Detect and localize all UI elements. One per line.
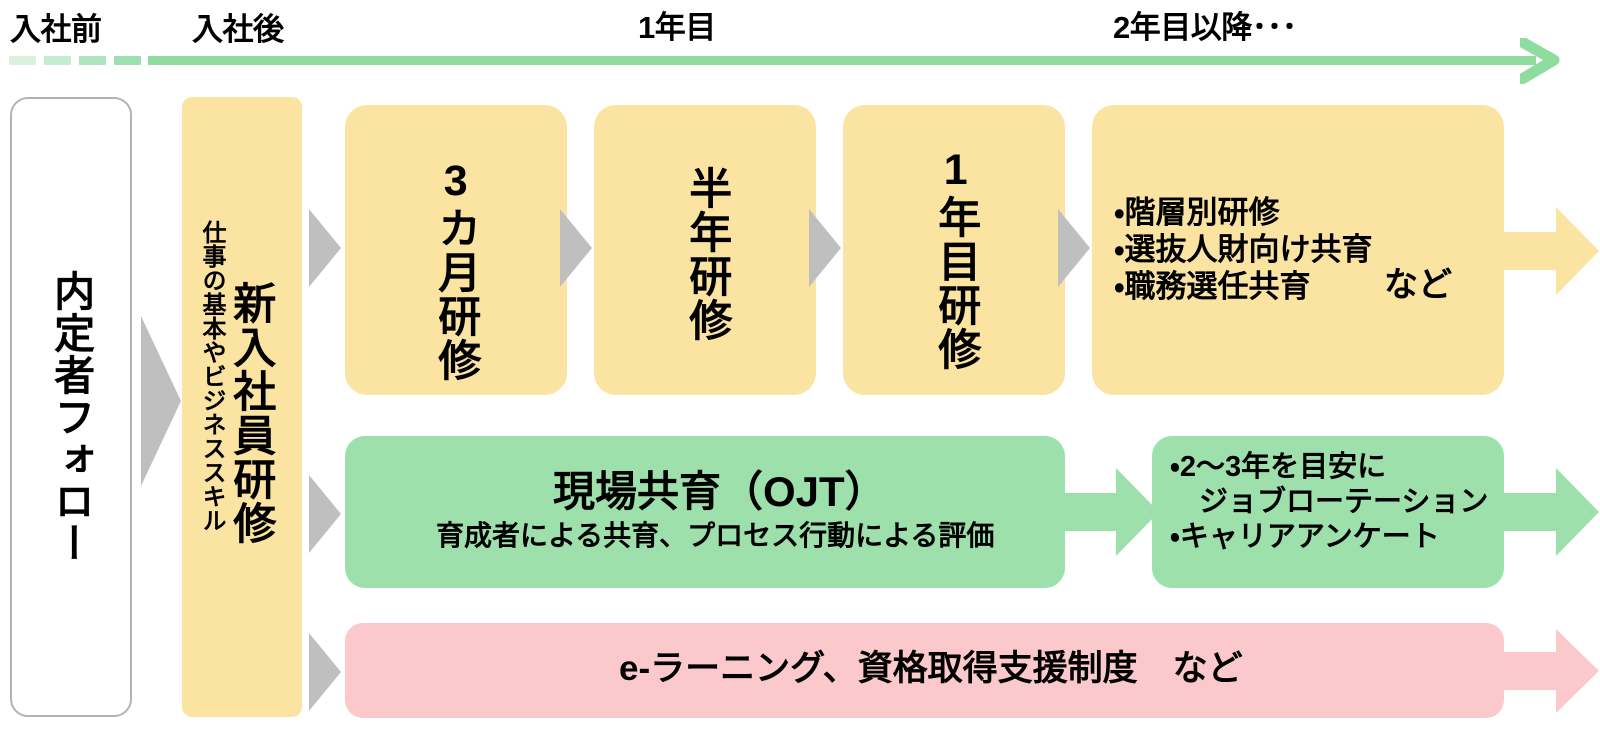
ojt-subtitle: 育成者による共育、プロセス行動による評価 xyxy=(436,520,995,551)
training-box-halfyear[interactable] xyxy=(594,105,816,395)
gray-arrow-icon-row1-d xyxy=(1058,209,1090,287)
gray-arrow-icon-row1-b xyxy=(560,209,592,287)
ojt-title: 現場共育（OJT） xyxy=(553,468,887,515)
timeline-label-pre-entry: 入社前 xyxy=(10,12,102,47)
training-box-halfyear-label: 半年研修 xyxy=(682,166,731,342)
year2plus-bullets: ・階層別研修 ・選抜人財向け共育 ・職務選任共育 xyxy=(1114,195,1373,305)
new-employee-training-title: 新入社員研修 xyxy=(226,281,275,545)
gray-arrow-icon-row1-c xyxy=(809,209,841,287)
training-box-year1-label: 1年目研修 xyxy=(931,146,980,371)
pink-arrow-icon-row3-out xyxy=(1500,629,1599,713)
timeline-label-year-two-plus: 2年目以降･･･ xyxy=(1113,10,1297,45)
timeline-dash-4 xyxy=(114,56,141,65)
timeline-dash-2 xyxy=(44,56,71,65)
timeline-arrow-icon xyxy=(1520,38,1560,84)
pre-entry-box[interactable] xyxy=(10,97,132,717)
training-box-3month[interactable] xyxy=(345,105,567,395)
green-arrow-icon-row2-out xyxy=(1500,468,1599,556)
new-employee-training-column[interactable] xyxy=(182,97,302,717)
gray-arrow-icon-pre-to-new xyxy=(141,316,181,486)
yellow-arrow-icon-row1-out xyxy=(1500,207,1599,295)
timeline-label-year-one: 1年目 xyxy=(638,10,716,45)
training-box-year1[interactable] xyxy=(843,105,1065,395)
ojt-box[interactable] xyxy=(345,436,1065,588)
year2plus-box[interactable] xyxy=(1092,105,1504,395)
gray-arrow-icon-row2 xyxy=(309,475,341,553)
year2plus-note: など xyxy=(1384,266,1452,304)
job-rotation-box[interactable] xyxy=(1152,436,1504,588)
timeline-line xyxy=(148,56,1536,65)
elearning-box[interactable] xyxy=(345,623,1504,718)
training-box-3month-label: 3カ月研修 xyxy=(431,157,480,382)
elearning-label: e-ラーニング、資格取得支援制度 など xyxy=(619,649,1243,688)
new-employee-training-subtitle: 仕事の基本やビジネススキル xyxy=(197,220,225,532)
job-rotation-bullets: ・2～3年を目安に ジョブローテーション ・キャリアアンケート xyxy=(1170,451,1489,553)
pre-entry-label: 内定者フォロー xyxy=(47,270,94,564)
timeline-label-after-entry: 入社後 xyxy=(192,12,284,47)
gray-arrow-icon-row3 xyxy=(309,633,341,711)
gray-arrow-icon-row1-a xyxy=(309,209,341,287)
timeline-dash-3 xyxy=(79,56,106,65)
green-arrow-icon-ojt-to-rotation xyxy=(1060,468,1159,556)
timeline-dash-1 xyxy=(9,56,36,65)
